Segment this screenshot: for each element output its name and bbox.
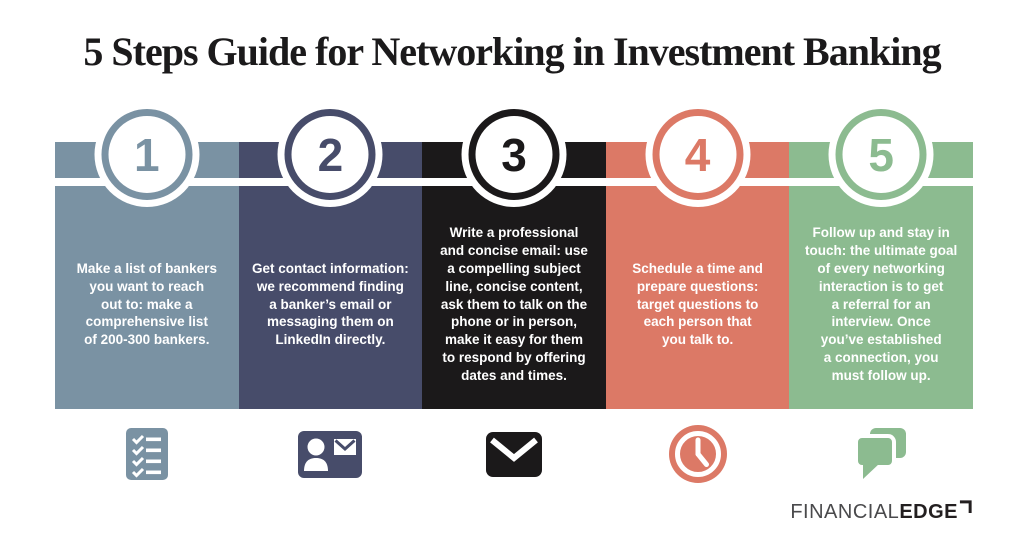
brand-logo-edge: EDGE [899, 501, 958, 523]
brand-logo-financial: FINANCIAL [790, 501, 900, 523]
step-number: 1 [134, 128, 160, 181]
logo-corner-mark [959, 500, 972, 514]
step-number: 5 [868, 128, 894, 181]
step-4-description: Schedule a time and prepare questions: t… [632, 260, 763, 348]
step-number: 3 [501, 128, 527, 181]
email-envelope-icon [422, 421, 606, 487]
step-number: 4 [684, 128, 711, 181]
step-number: 2 [317, 128, 344, 181]
step-3-description: Write a professional and concise email: … [440, 225, 588, 383]
contact-card-icon [239, 421, 423, 487]
step-column-1: 1 Make a list of bankers you want to rea… [55, 109, 239, 409]
step-3-number-badge: 3 [468, 109, 560, 200]
step-1-number-badge: 1 [101, 109, 193, 200]
step-2-description: Get contact information: we recommend fi… [252, 260, 409, 348]
checklist-icon [55, 421, 239, 487]
step-1-description: Make a list of bankers you want to reach… [76, 260, 217, 348]
step-5-number-badge: 5 [835, 109, 927, 200]
step-5-description: Follow up and stay in touch: the ultimat… [805, 225, 958, 383]
clock-icon [606, 421, 790, 487]
step-column-4: 4 Schedule a time and prepare questions:… [605, 109, 790, 409]
step-2-number-badge: 2 [284, 109, 376, 200]
page-title: 5 Steps Guide for Networking in Investme… [83, 29, 941, 74]
step-column-2: 2 Get contact information: we recommend … [238, 109, 423, 409]
step-column-3: 3 Write a professional and concise email… [422, 109, 606, 409]
steps-band: 1 Make a list of bankers you want to rea… [55, 109, 973, 409]
step-column-5: 5 Follow up and stay in touch: the ultim… [789, 109, 973, 409]
chat-bubbles-icon [789, 421, 973, 487]
step-4-number-badge: 4 [652, 109, 744, 200]
step-icons-row [55, 421, 973, 487]
